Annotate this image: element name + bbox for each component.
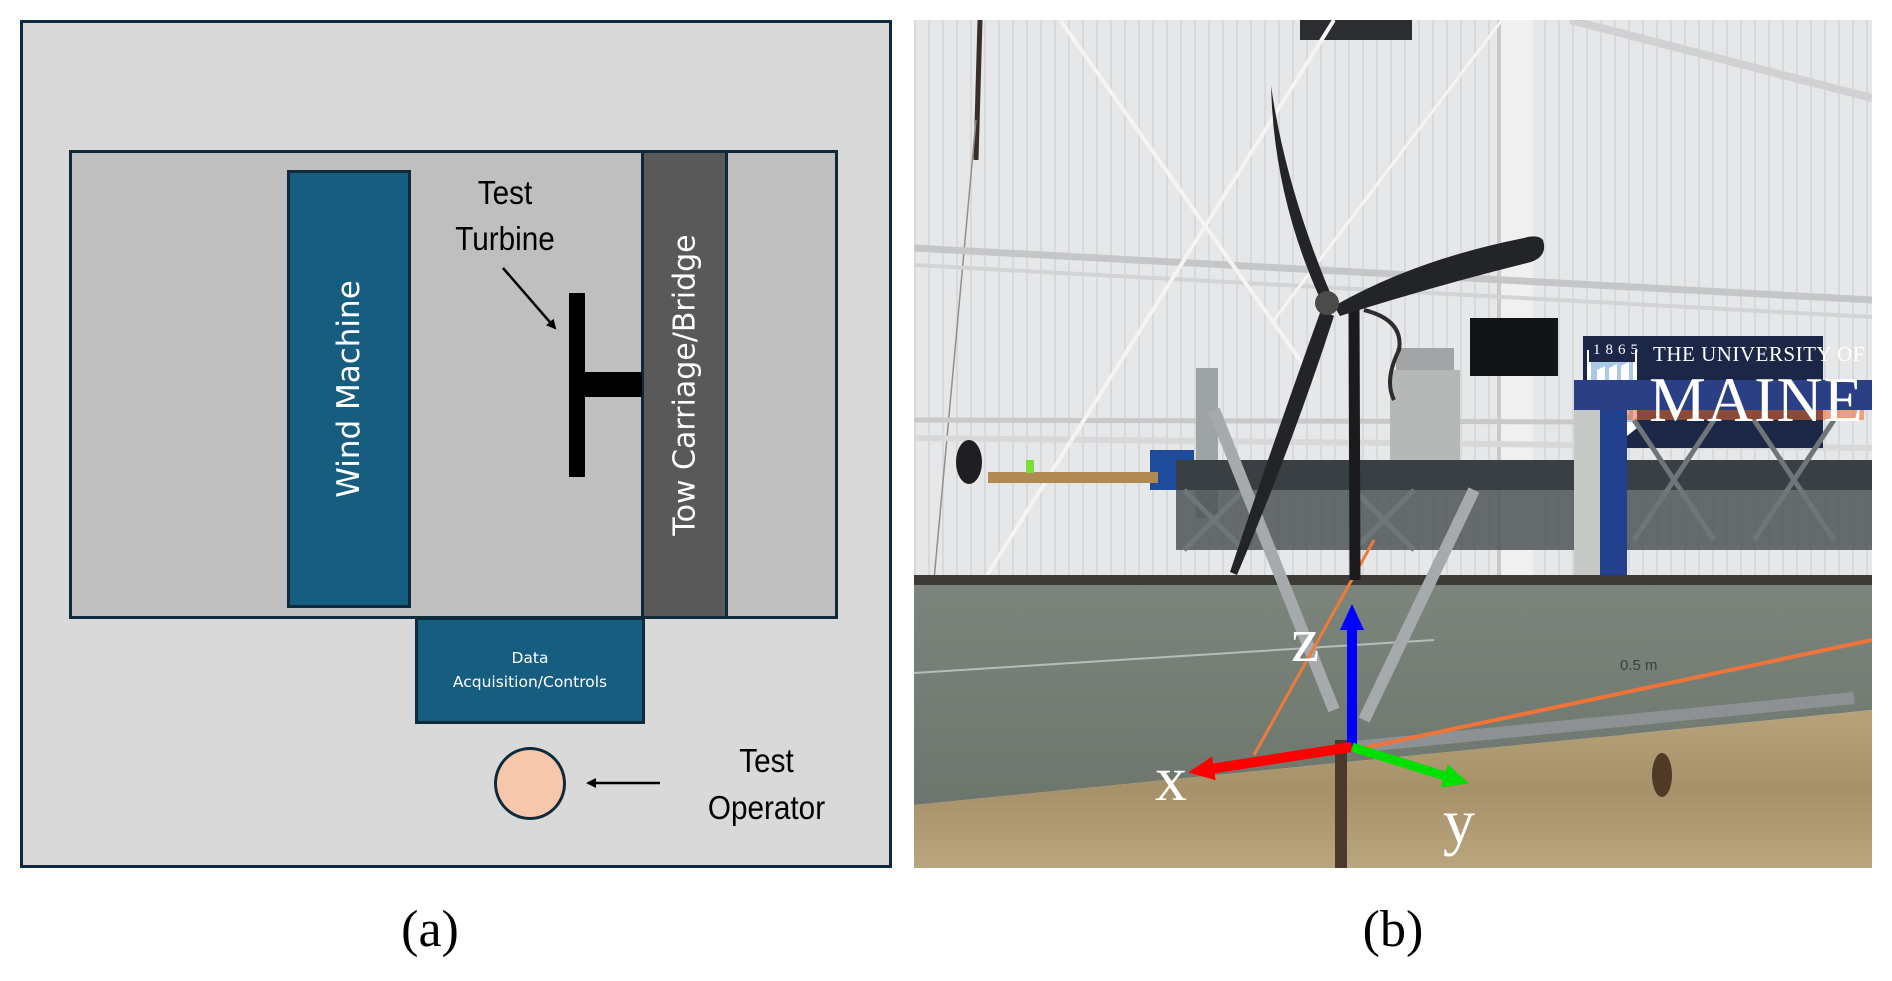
hanging-cable [933,119,977,581]
daq-label: Data Acquisition/Controls [418,646,642,694]
wall-stain [1652,753,1672,797]
x-axis-arrow [1188,742,1353,781]
photo-illustration [914,20,1872,868]
y-axis-arrow [1350,742,1469,788]
daq-label-line-1: Data [511,649,549,667]
facility-photo: 1865 THE UNIVERSITY OF MAINE 0.5 m z x y [914,20,1872,868]
panel-b-caption: (b) [1362,901,1424,958]
tank-scale-marking: 0.5 m [1620,657,1658,674]
tank-wall-lower [914,710,1872,868]
wooden-board [988,472,1158,483]
control-cabinet [1390,370,1460,465]
diagonal-strut-2 [1358,487,1480,723]
test-turbine-label: Test Turbine [438,170,573,262]
test-turbine-rotor-symbol [569,293,585,477]
test-turbine-label-line-1: Test [477,174,533,211]
test-operator-label-line-1: Test [739,742,794,779]
wind-machine-block: Wind Machine [287,170,411,608]
turbine-tower [1348,302,1361,581]
z-axis-label: z [1291,604,1320,675]
wall-pillar-shadow [1497,20,1501,580]
wall-rail-upper [914,244,1872,304]
floor-fan [956,440,982,484]
wind-machine-label: Wind Machine [331,280,367,498]
diagonal-strut-1 [1208,407,1340,713]
panel-a-caption: (a) [401,901,459,958]
control-cabinet-top [1396,348,1454,370]
carriage-deck [1176,460,1872,490]
brace-cable-1 [1058,20,1316,382]
hanging-rod [973,20,983,161]
shield-year-band [1589,340,1635,362]
unistrut-beam [1353,692,1855,753]
daq-label-line-2: Acquisition/Controls [452,673,608,691]
truss-bracing [1182,418,1837,552]
turbine-blade-3 [1230,310,1334,575]
test-operator-label: Test Operator [692,737,841,831]
banner-maine-line: MAINE [1649,364,1864,435]
tank-wall-upper [914,585,1872,805]
test-operator-label-line-2: Operator [707,789,826,826]
tank-rail [914,575,1872,585]
cable-tray [914,417,1615,425]
banner-year: 1865 [1593,342,1643,358]
y-axis-label: y [1443,786,1475,857]
green-cup [1026,460,1034,473]
monitor [1470,318,1558,376]
x-axis-label: x [1155,743,1187,814]
brace-cable-2 [982,20,1336,582]
ceiling-beam [1300,20,1412,40]
data-acquisition-controls-block: Data Acquisition/Controls [415,617,645,724]
tow-carriage-label: Tow Carriage/Bridge [667,233,702,536]
tow-carriage-bridge-block: Tow Carriage/Bridge [641,150,728,619]
turbine-blade-2 [1334,236,1545,316]
turbine-cable [1363,308,1402,401]
banner-university-line: THE UNIVERSITY OF [1653,342,1865,366]
turbine-hub [1315,291,1339,315]
tank-post [1335,740,1347,868]
test-turbine-mount-arm [584,372,642,397]
roof-beam [1568,20,1872,102]
test-operator-marker [494,747,566,820]
tie-down-strap-2 [1353,638,1872,752]
test-turbine-label-line-2: Turbine [455,220,555,257]
blue-frame-top [1574,380,1872,410]
